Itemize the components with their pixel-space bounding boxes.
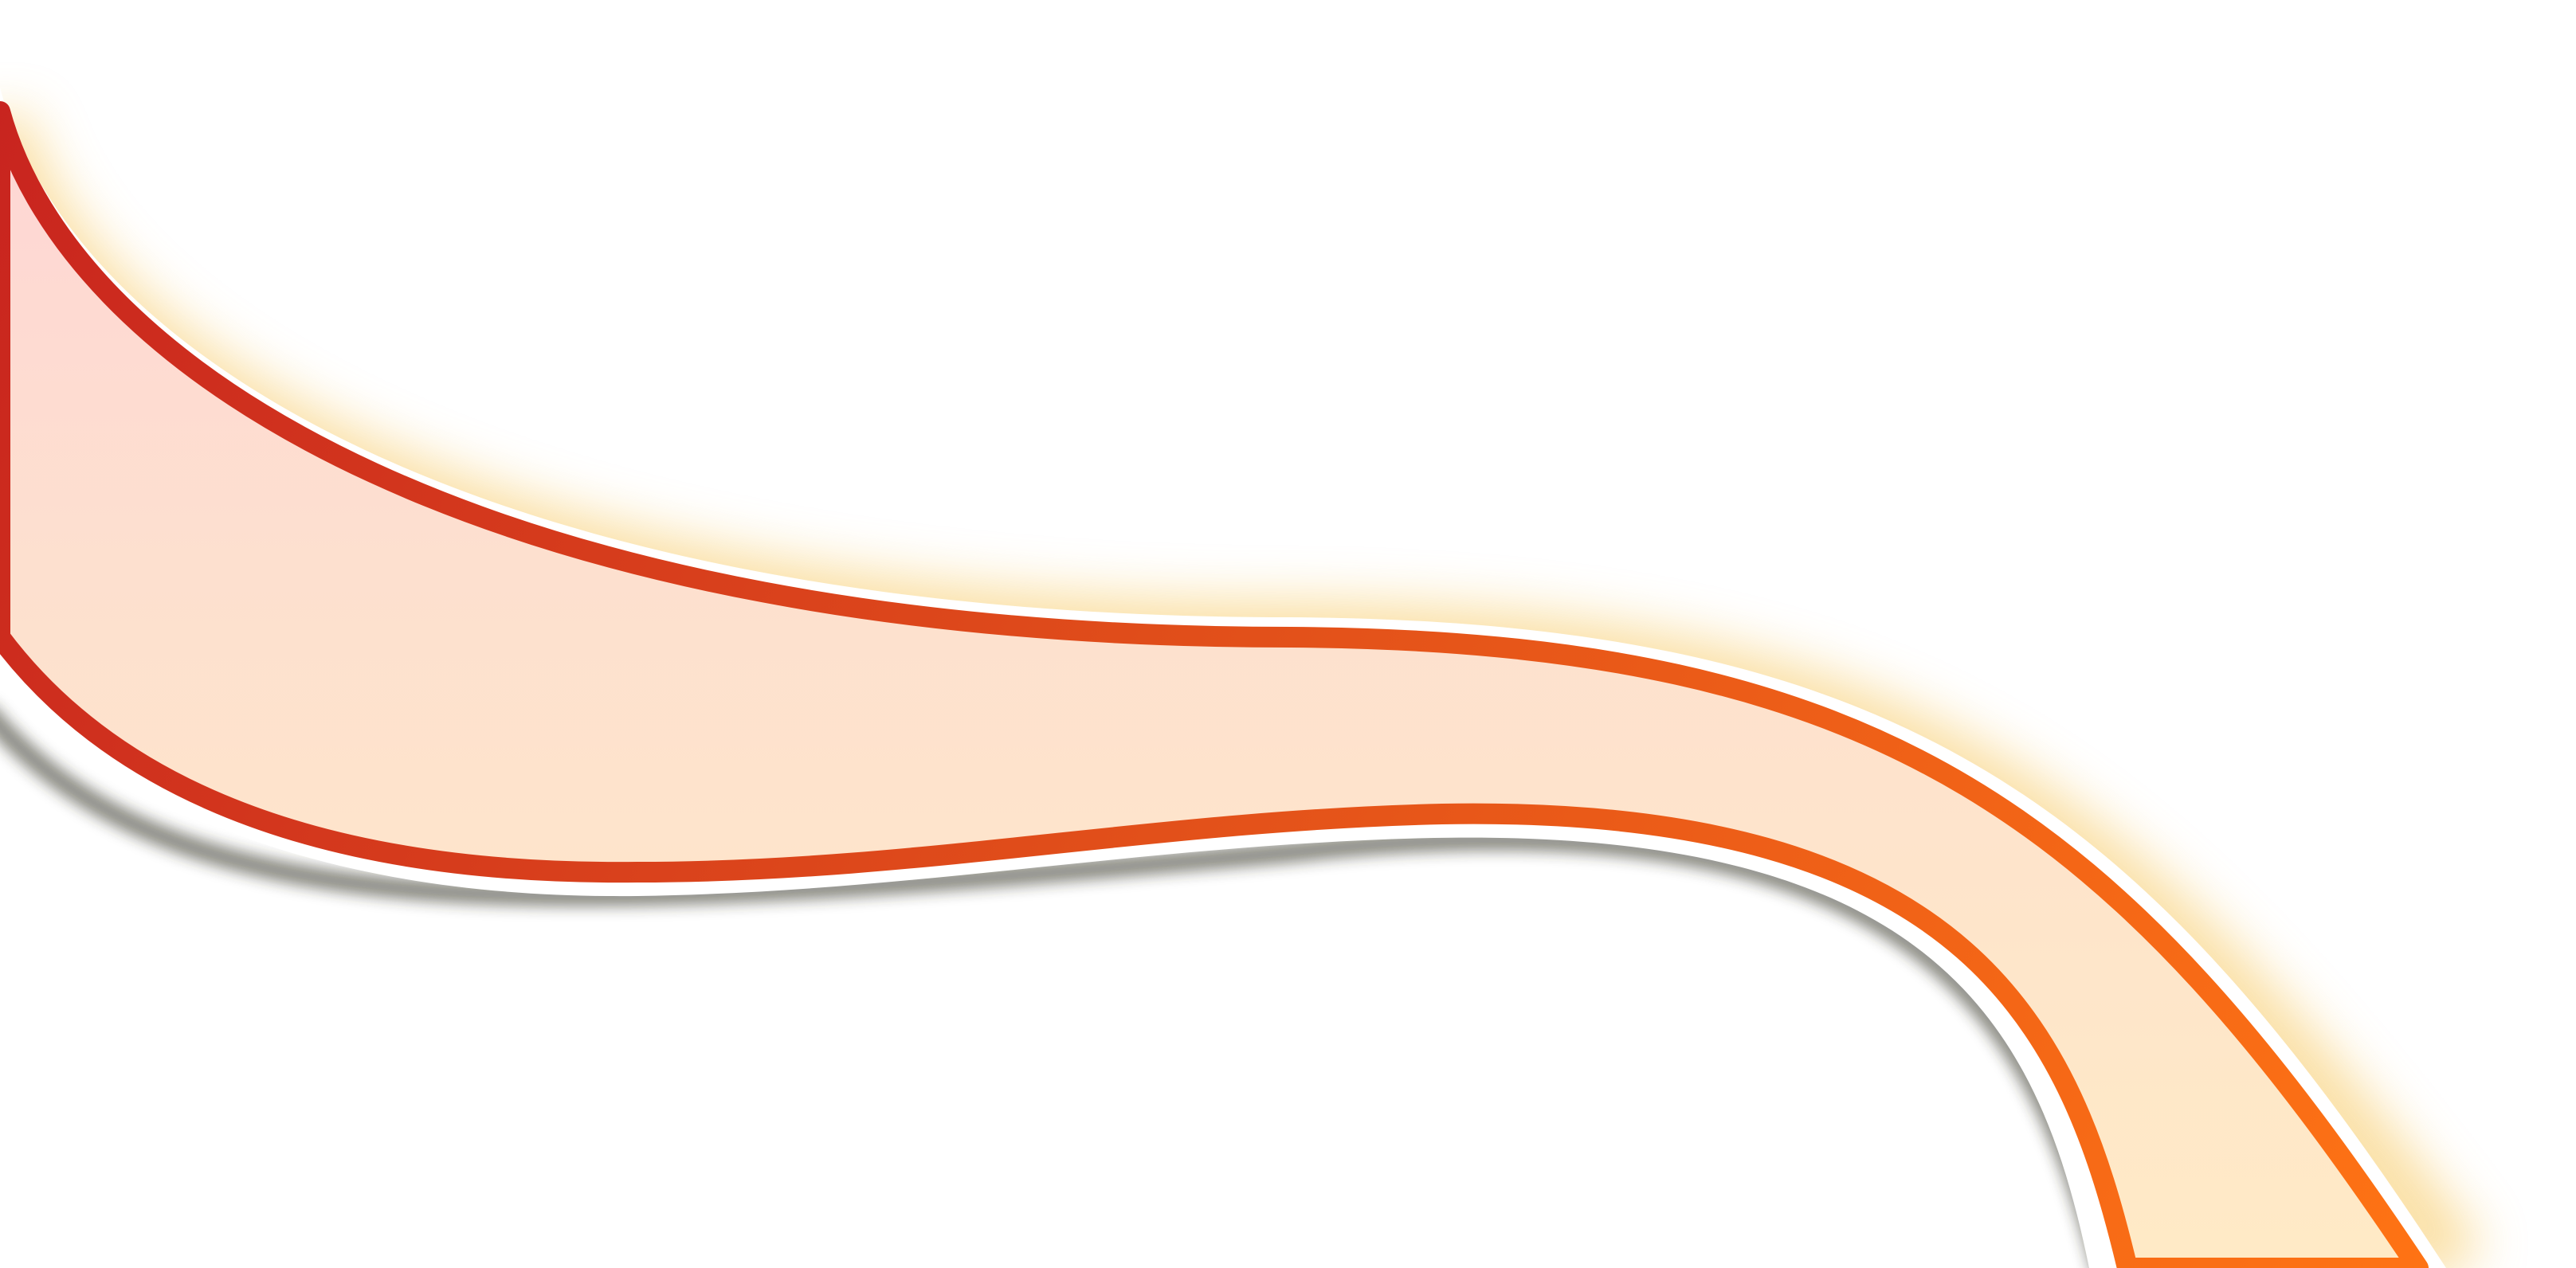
ribbon-body xyxy=(0,101,2429,1268)
